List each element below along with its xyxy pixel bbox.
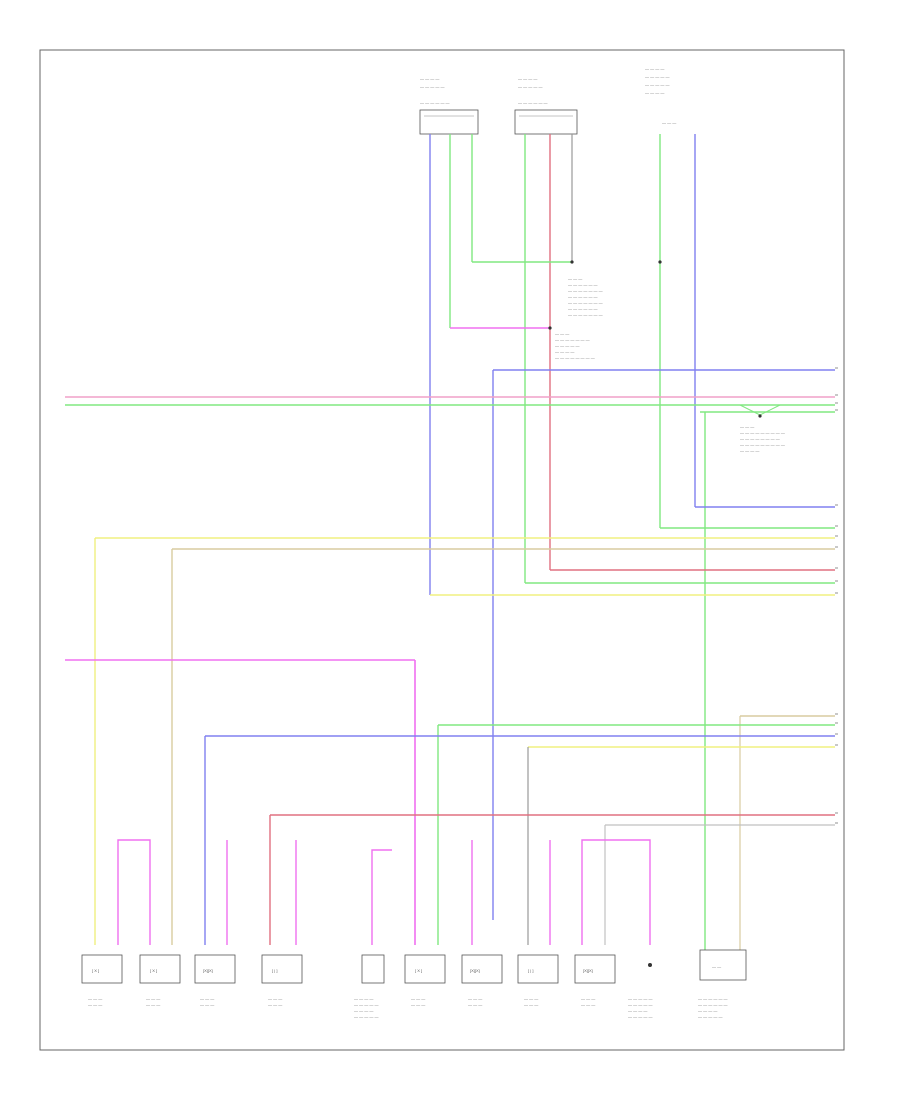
component-injector-1: [ X ] — — — — — — (81, 954, 123, 1007)
svg-text:— — — —: — — — — (354, 1008, 373, 1013)
svg-text:— — —: — — — (581, 996, 595, 1001)
top-sensor-1: — — — — — — — — — — — — — — — (419, 76, 479, 135)
svg-text:— — — — —: — — — — — (628, 1014, 652, 1019)
splice-label-2: — — — — — — — — — — — — — — — — — — — — … (555, 331, 595, 360)
top-sensor-3: — — — — — — — — — — — — — — — — — — — — … (645, 66, 676, 125)
component-sensor-right: — — — — — — — — — — — — — — — — — — — (628, 963, 652, 1019)
svg-text:— — — — —: — — — — — (645, 74, 669, 79)
svg-text:— — — — —: — — — — — (645, 82, 669, 87)
svg-text:— — — — — —: — — — — — — (568, 294, 598, 299)
component-injector-7: [ | ] — — — — — — (517, 954, 559, 1007)
svg-text:— — —: — — — (555, 331, 569, 336)
component-sensor-center: — — — — — — — — — — — — — — — — — — (354, 954, 385, 1019)
svg-text:[ | ]: [ | ] (528, 968, 533, 973)
svg-text:— — —: — — — (411, 1002, 425, 1007)
svg-text:— — —: — — — (411, 996, 425, 1001)
svg-text:— — —: — — — (200, 1002, 214, 1007)
svg-text:— — — —: — — — — (740, 448, 759, 453)
svg-text:— — — — —: — — — — — (628, 1002, 652, 1007)
component-injector-6: [X][X] — — — — — — (461, 954, 503, 1007)
svg-text:— — —: — — — (581, 1002, 595, 1007)
svg-text:[X][X]: [X][X] (203, 968, 213, 973)
component-module-right: — — — — — — — — — — — — — — — — — — — — … (698, 949, 747, 1019)
splice-label-1: — — — — — — — — — — — — — — — — — — — — … (568, 276, 603, 317)
svg-text:[X][X]: [X][X] (583, 968, 593, 973)
svg-text:— — — — — — — — —: — — — — — — — — — (740, 430, 785, 435)
component-injector-3: [X][X] — — — — — — (194, 954, 236, 1007)
svg-text:— — —: — — — (268, 1002, 282, 1007)
svg-text:— — — — — — — —: — — — — — — — — (555, 355, 595, 360)
svg-text:— — — — — — —: — — — — — — — (568, 288, 603, 293)
svg-text:[ X ]: [ X ] (150, 968, 157, 973)
svg-text:— — — — — — —: — — — — — — — (568, 300, 603, 305)
svg-text:— — — —: — — — — (420, 76, 439, 81)
svg-text:— — —: — — — (200, 996, 214, 1001)
svg-text:— — — —: — — — — (518, 76, 537, 81)
bus-terminal-marks (835, 367, 838, 824)
svg-text:— — — — — —: — — — — — — (518, 100, 548, 105)
svg-text:— — — —: — — — — (645, 90, 664, 95)
svg-text:— — — — —: — — — — — (354, 1002, 378, 1007)
svg-text:— — — —: — — — — (555, 349, 574, 354)
svg-text:— — —: — — — (740, 424, 754, 429)
svg-text:— — — — —: — — — — — (518, 84, 542, 89)
diagram-frame (39, 49, 845, 1051)
svg-text:[ X ]: [ X ] (415, 968, 422, 973)
svg-text:— — — — — —: — — — — — — (420, 100, 450, 105)
svg-text:— — —: — — — (662, 120, 676, 125)
svg-text:— — —: — — — (88, 1002, 102, 1007)
svg-text:— — — —: — — — — (354, 996, 373, 1001)
svg-text:— — — — —: — — — — — (555, 343, 579, 348)
svg-text:— — — — —: — — — — — (698, 1014, 722, 1019)
svg-text:— — —: — — — (468, 996, 482, 1001)
svg-text:— — — — —: — — — — — (420, 84, 444, 89)
svg-text:— — —: — — — (524, 996, 538, 1001)
svg-text:— — — — — —: — — — — — — (568, 282, 598, 287)
svg-text:[X][X]: [X][X] (470, 968, 480, 973)
svg-text:— — —: — — — (88, 996, 102, 1001)
component-injector-2: [ X ] — — — — — — (139, 954, 181, 1007)
top-sensor-2: — — — — — — — — — — — — — — — (514, 76, 578, 135)
svg-text:— — —: — — — (524, 1002, 538, 1007)
svg-text:— — — — —: — — — — — (628, 996, 652, 1001)
svg-text:[ | ]: [ | ] (272, 968, 277, 973)
svg-text:— — —: — — — (468, 1002, 482, 1007)
component-injector-5: [ X ] — — — — — — (404, 954, 446, 1007)
svg-text:— — — — — — — — —: — — — — — — — — — (740, 442, 785, 447)
svg-text:— — — —: — — — — (698, 1008, 717, 1013)
component-injector-4: [ | ] — — — — — — (261, 954, 303, 1007)
splice-label-3: — — — — — — — — — — — — — — — — — — — — … (740, 424, 785, 453)
component-injector-8: [X][X] — — — — — — (574, 954, 616, 1007)
injector-drops (117, 839, 651, 945)
svg-text:— — — — — — —: — — — — — — — (568, 312, 603, 317)
svg-text:[ X ]: [ X ] (92, 968, 99, 973)
svg-text:— —: — — (712, 964, 721, 969)
svg-text:— — — — —: — — — — — (354, 1014, 378, 1019)
svg-text:— — — — — —: — — — — — — (698, 996, 728, 1001)
svg-text:— — —: — — — (146, 1002, 160, 1007)
svg-text:— — —: — — — (568, 276, 582, 281)
svg-text:— — — —: — — — — (645, 66, 664, 71)
svg-text:— — — — — — — —: — — — — — — — — (740, 436, 780, 441)
svg-text:— — — — — —: — — — — — — (568, 306, 598, 311)
svg-text:— — — — — — —: — — — — — — — (555, 337, 590, 342)
svg-text:— — — —: — — — — (628, 1008, 647, 1013)
svg-text:— — — — — —: — — — — — — (698, 1002, 728, 1007)
svg-text:— — —: — — — (268, 996, 282, 1001)
svg-text:— — —: — — — (146, 996, 160, 1001)
